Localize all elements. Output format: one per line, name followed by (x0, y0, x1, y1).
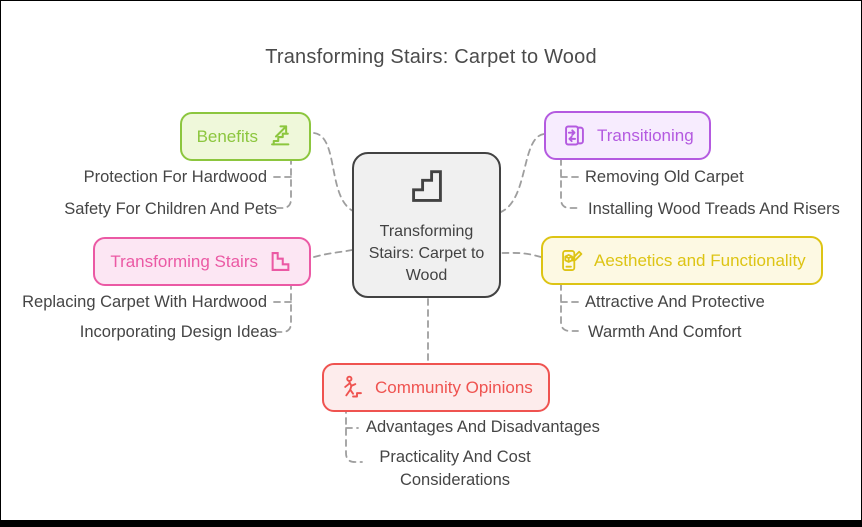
branch-node-transitioning-label: Transitioning (597, 125, 694, 145)
branch-node-transforming-stairs[interactable]: Transforming Stairs (93, 237, 311, 286)
connector-aesthetics-center (500, 252, 542, 258)
branch-node-benefits-label: Benefits (196, 126, 258, 146)
sub-item-removing-old-carpet[interactable]: Removing Old Carpet (585, 168, 744, 186)
page-transfer-icon (561, 122, 588, 149)
sub-item-warmth-and-comfort[interactable]: Warmth And Comfort (588, 323, 742, 341)
connector-transitioning-items (560, 158, 580, 209)
branch-node-transitioning[interactable]: Transitioning (544, 111, 711, 160)
connector-benefits-center (313, 132, 354, 212)
sub-item-safety-for-children-and-pets[interactable]: Safety For Children And Pets (64, 200, 277, 218)
branch-node-aesthetics-and-functionality[interactable]: Aesthetics and Functionality (541, 236, 823, 285)
connector-transitioning-center (500, 133, 545, 213)
central-node-label: Transforming Stairs: Carpet to Wood (368, 223, 485, 284)
branch-node-transforming-stairs-label: Transforming Stairs (110, 251, 258, 271)
branch-node-community-opinions[interactable]: Community Opinions (322, 363, 550, 412)
connector-stairs-center (313, 249, 353, 258)
sub-item-attractive-and-protective[interactable]: Attractive And Protective (585, 293, 765, 311)
connector-aesthetics-items (560, 283, 580, 332)
bottom-black-bar (1, 520, 861, 526)
stairs-up-trend-icon (267, 123, 294, 150)
branch-node-benefits[interactable]: Benefits (179, 112, 311, 161)
sub-item-advantages-and-disadvantages[interactable]: Advantages And Disadvantages (366, 418, 600, 436)
design-device-pen-icon (558, 247, 585, 274)
branch-node-community-opinions-label: Community Opinions (375, 377, 533, 397)
branch-node-aesthetics-and-functionality-label: Aesthetics and Functionality (594, 250, 806, 270)
central-node[interactable]: Transforming Stairs: Carpet to Wood (352, 152, 501, 298)
page-title: Transforming Stairs: Carpet to Wood (265, 46, 597, 68)
sub-item-protection-for-hardwood[interactable]: Protection For Hardwood (83, 168, 267, 186)
connector-community-items (345, 406, 363, 463)
stairs-icon (404, 163, 450, 214)
person-climbing-stairs-icon (339, 374, 366, 401)
sub-item-replacing-carpet-with-hardwood[interactable]: Replacing Carpet With Hardwood (22, 293, 267, 311)
sub-item-practicality-and-cost-considerations[interactable]: Practicality And Cost Considerations (379, 448, 531, 489)
stairs-down-icon (267, 248, 294, 275)
sub-item-installing-wood-treads-and-risers[interactable]: Installing Wood Treads And Risers (588, 200, 840, 218)
sub-item-incorporating-design-ideas[interactable]: Incorporating Design Ideas (79, 323, 277, 341)
